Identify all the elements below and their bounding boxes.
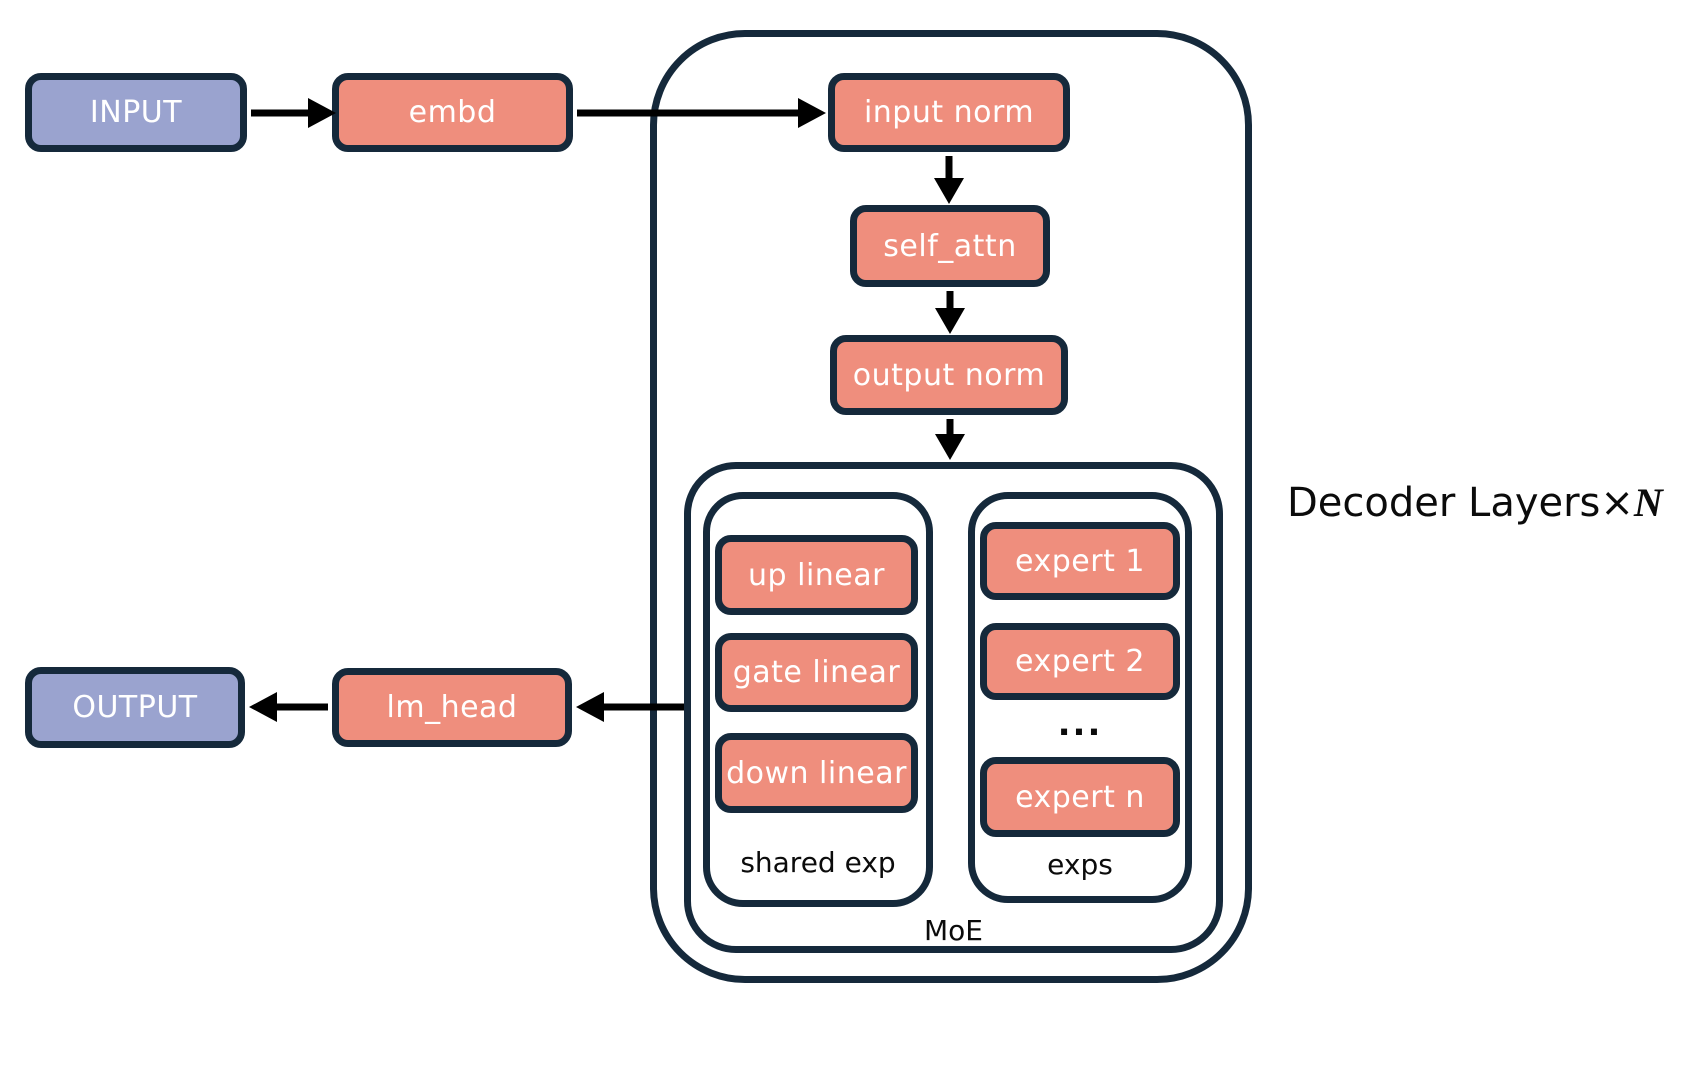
down-linear-node-label: down linear [726, 755, 907, 791]
embd-node-label: embd [408, 95, 497, 130]
arrow-lm-head-to-output [249, 692, 328, 722]
expert-1-node-label: expert 1 [1015, 543, 1145, 579]
moe-group-label: MoE [924, 914, 983, 947]
decoder-layers-annotation-text: Decoder Layers× [1287, 480, 1634, 526]
up-linear-node-label: up linear [748, 557, 885, 593]
input-node: INPUT [25, 73, 247, 152]
expert-n-node: expert n [980, 757, 1180, 837]
input-norm-node-label: input norm [863, 95, 1035, 130]
self-attn-node-label: self_attn [883, 228, 1017, 264]
decoder-layers-annotation-n: N [1633, 480, 1663, 525]
expert-1-node: expert 1 [980, 522, 1180, 600]
self-attn-node: self_attn [850, 205, 1050, 287]
output-norm-node-label: output norm [852, 357, 1046, 393]
input-node-label: INPUT [89, 95, 183, 130]
gate-linear-node-label: gate linear [732, 655, 901, 690]
lm-head-node-label: lm_head [386, 690, 518, 725]
shared-exp-group-label: shared exp [740, 846, 896, 879]
output-node: OUTPUT [25, 667, 245, 748]
lm-head-node: lm_head [332, 668, 572, 747]
expert-n-node-label: expert n [1015, 779, 1145, 815]
output-node-label: OUTPUT [72, 690, 198, 725]
output-norm-node: output norm [830, 335, 1068, 415]
input-norm-node: input norm [828, 73, 1070, 152]
gate-linear-node: gate linear [715, 633, 918, 712]
decoder-layers-annotation: Decoder Layers×N [1287, 479, 1663, 526]
embd-node: embd [332, 73, 573, 152]
up-linear-node: up linear [715, 535, 918, 615]
exps-group-label: exps [1047, 848, 1113, 881]
arrow-input-to-embd [251, 98, 336, 128]
expert-2-node: expert 2 [980, 623, 1180, 700]
experts-ellipsis: ... [1057, 704, 1103, 744]
expert-2-node-label: expert 2 [1015, 644, 1145, 679]
down-linear-node: down linear [715, 733, 918, 813]
